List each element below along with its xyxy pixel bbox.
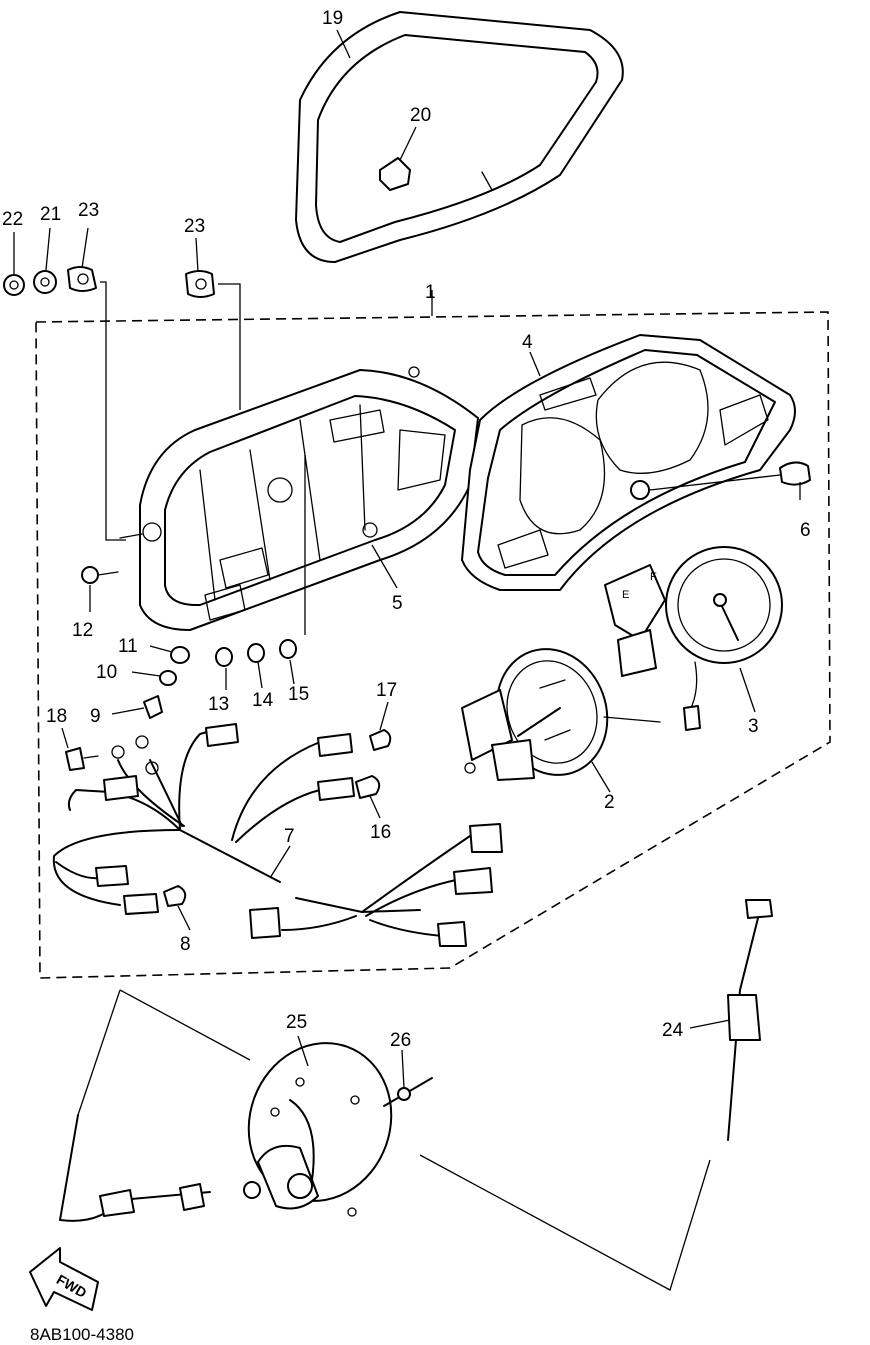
callout-1: 1 bbox=[425, 282, 436, 303]
callout-23a: 23 bbox=[78, 200, 99, 221]
callout-4: 4 bbox=[522, 332, 533, 353]
callout-18: 18 bbox=[46, 706, 67, 727]
callout-15: 15 bbox=[288, 684, 309, 705]
part-2-speedometer bbox=[461, 648, 661, 781]
part-11-washer bbox=[170, 646, 190, 664]
part-16-bulb bbox=[355, 775, 381, 799]
svg-text:E: E bbox=[622, 589, 629, 601]
callout-6: 6 bbox=[800, 520, 811, 541]
part-7-wire-harness bbox=[52, 723, 503, 947]
part-3-gauge-unit: E F bbox=[604, 546, 783, 731]
part-23-grommet-right bbox=[185, 270, 215, 298]
assembly-1-boundary bbox=[35, 311, 831, 979]
callout-24: 24 bbox=[662, 1020, 684, 1041]
part-4-meter-panel bbox=[461, 334, 796, 591]
callout-labels: 19 20 22 21 23 23 1 4 6 5 12 11 10 9 13 … bbox=[2, 8, 811, 1051]
part-26-pin bbox=[383, 1077, 433, 1107]
callout-9: 9 bbox=[90, 706, 101, 727]
part-17-bulb bbox=[369, 729, 392, 751]
part-20-lens-clip bbox=[379, 157, 411, 191]
part-19-meter-cover bbox=[295, 11, 624, 263]
callout-17: 17 bbox=[376, 680, 397, 701]
part-15-nut bbox=[279, 639, 297, 659]
callout-13: 13 bbox=[208, 694, 229, 715]
callout-26: 26 bbox=[390, 1030, 411, 1051]
part-13-grommet bbox=[215, 647, 233, 667]
callout-12: 12 bbox=[72, 620, 93, 641]
callout-19: 19 bbox=[322, 8, 343, 29]
callout-5: 5 bbox=[392, 593, 403, 614]
callout-23b: 23 bbox=[184, 216, 205, 237]
callout-2: 2 bbox=[604, 792, 615, 813]
part-9-bulb-socket bbox=[143, 695, 163, 719]
part-25-speedometer-gear-unit bbox=[243, 1042, 393, 1217]
callout-22: 22 bbox=[2, 209, 23, 230]
part-24-speedometer-cable bbox=[727, 899, 773, 1141]
part-21-washer bbox=[33, 270, 57, 294]
part-12-screw bbox=[81, 566, 119, 584]
part-5-meter-case bbox=[119, 366, 479, 631]
svg-text:F: F bbox=[650, 571, 657, 583]
part-10-nut bbox=[159, 670, 177, 686]
part-18-bulb-socket bbox=[65, 747, 99, 771]
part-22-nut bbox=[3, 274, 25, 296]
callout-14: 14 bbox=[252, 690, 274, 711]
speedometer-cable-lower bbox=[59, 1114, 211, 1222]
part-6-cap bbox=[779, 461, 811, 486]
part-14-collar bbox=[247, 643, 265, 663]
part-8-bulb bbox=[163, 885, 187, 907]
callout-16: 16 bbox=[370, 822, 391, 843]
callout-7: 7 bbox=[284, 826, 295, 847]
callout-3: 3 bbox=[748, 716, 759, 737]
diagram-code: 8AB100-4380 bbox=[30, 1325, 134, 1344]
callout-20: 20 bbox=[410, 105, 431, 126]
leader-lines bbox=[13, 29, 801, 1291]
callout-25: 25 bbox=[286, 1012, 307, 1033]
callout-10: 10 bbox=[96, 662, 117, 683]
callout-8: 8 bbox=[180, 934, 191, 955]
callout-11: 11 bbox=[118, 636, 138, 657]
callout-21: 21 bbox=[40, 204, 61, 225]
part-23-grommet-left bbox=[67, 266, 97, 292]
forward-direction-arrow: FWD bbox=[29, 1247, 99, 1311]
